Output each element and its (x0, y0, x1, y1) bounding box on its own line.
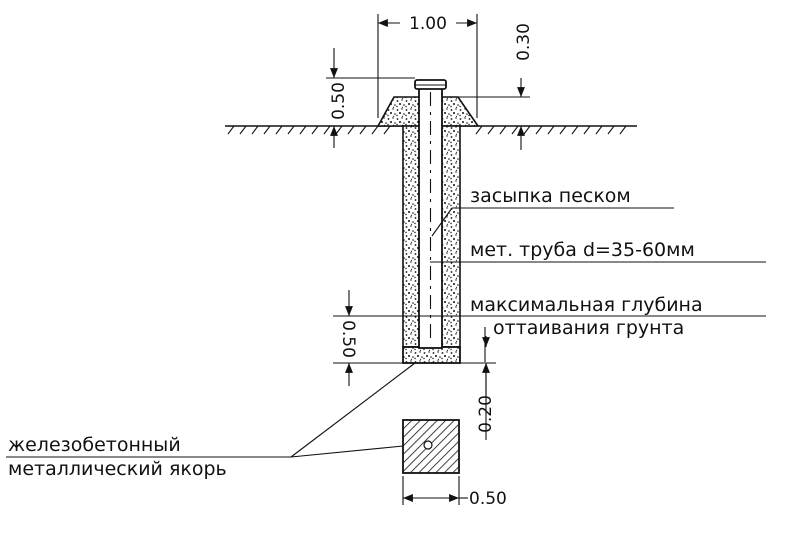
label-sand-backfill: засыпка песком (470, 185, 631, 207)
dimension-top-width (377, 14, 478, 118)
dimension-anchor-gap (460, 336, 496, 440)
dimension-bottom-section (333, 290, 403, 386)
dimension-cap-height (446, 78, 530, 150)
leader-anchor (6, 362, 416, 458)
dimension-top-width-label: 1.00 (409, 14, 447, 34)
dimension-anchor-width (402, 476, 468, 505)
dimension-mound-height (326, 48, 415, 148)
dimension-mound-height-label: 0.50 (329, 82, 349, 120)
leader-sand-backfill (431, 207, 674, 237)
label-max-depth-line2: оттаивания грунта (493, 317, 684, 339)
dimension-cap-height-label: 0.30 (514, 23, 534, 61)
label-anchor-line2: металлический якорь (8, 458, 227, 480)
label-max-depth-line1: максимальная глубина (470, 294, 703, 316)
label-metal-pipe: мет. труба d=35-60мм (470, 239, 695, 261)
dimension-bottom-section-label: 0.50 (338, 320, 358, 358)
bottom-plug (402, 346, 461, 364)
anchor-hole (423, 440, 433, 450)
dimension-anchor-width-label: 0.50 (469, 489, 507, 509)
dimension-anchor-gap-label: 0.20 (476, 395, 496, 433)
label-anchor-line1: железобетонный (8, 434, 181, 456)
anchor-block (402, 419, 460, 474)
